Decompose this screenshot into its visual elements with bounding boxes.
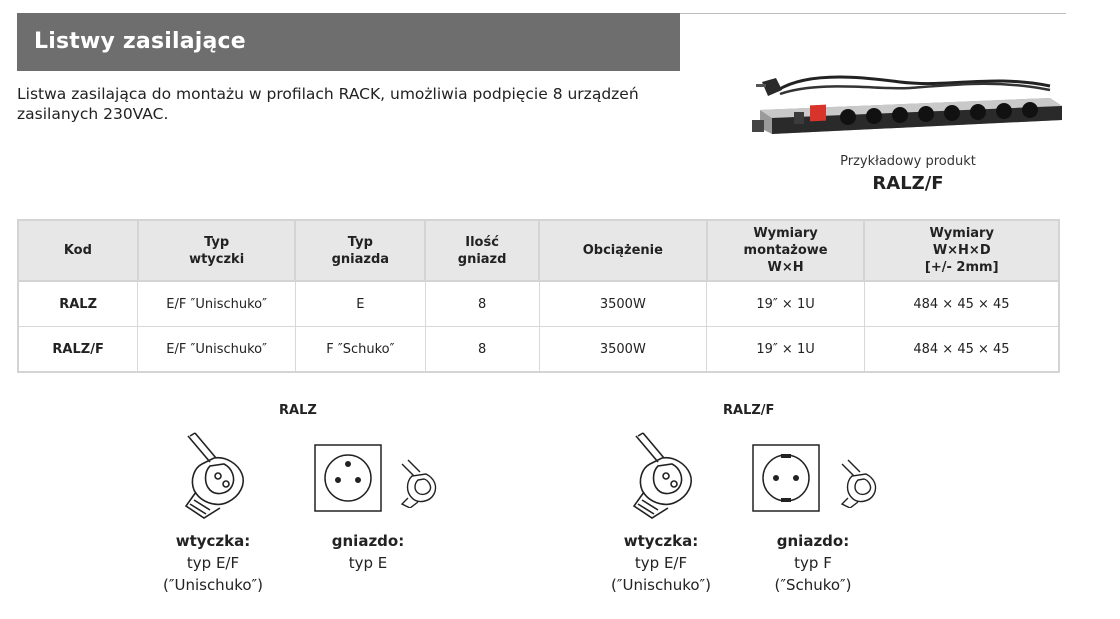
socket-label-ralzf: gniazdo: typ F (″Schuko″) [758, 530, 868, 596]
socket-label-title: gniazdo: [331, 532, 405, 550]
table-cell: 484 × 45 × 45 [863, 280, 1060, 327]
table-cell: E/F ″Unischuko″ [137, 280, 296, 327]
table-cell: F ″Schuko″ [294, 326, 426, 373]
product-caption: Przykładowy produkt [840, 154, 976, 169]
rack-power-strip-image [752, 75, 1062, 134]
col-header: Ilość gniazd [424, 219, 540, 282]
plug-label-name: (″Unischuko″) [163, 576, 263, 594]
table-cell: 3500W [538, 280, 708, 327]
socket-label-ralz: gniazdo: typ E [318, 530, 418, 574]
plug-label-type: typ E/F [634, 554, 688, 572]
socket-label-name: (″Schuko″) [774, 576, 852, 594]
small-plug-icon [840, 459, 877, 508]
small-plug-icon [400, 459, 437, 508]
group-title-ralz: RALZ [279, 403, 317, 418]
col-header: Obciążenie [538, 219, 708, 282]
col-header: Wymiary montażowe W×H [705, 219, 866, 282]
plug-label-ralzf: wtyczka: typ E/F (″Unischuko″) [594, 530, 728, 596]
socket-label-title: gniazdo: [776, 532, 850, 550]
table-row: RALZ/F E/F ″Unischuko″ F ″Schuko″ 8 3500… [17, 326, 1060, 373]
angled-plug-icon [184, 432, 244, 519]
plug-label-type: typ E/F [186, 554, 240, 572]
product-code: RALZ/F [872, 173, 944, 194]
spec-table: Kod Typ wtyczki Typ gniazda Ilość gniazd… [17, 219, 1060, 373]
col-header: Typ wtyczki [136, 219, 297, 282]
table-cell: RALZ [17, 280, 139, 327]
col-header: Wymiary W×H×D [+/- 2mm] [863, 219, 1060, 282]
table-cell: 8 [424, 280, 540, 327]
socket-label-type: typ E [348, 554, 388, 572]
table-cell: E/F ″Unischuko″ [137, 326, 296, 373]
table-header-row: Kod Typ wtyczki Typ gniazda Ilość gniazd… [17, 219, 1060, 282]
table-row: RALZ E/F ″Unischuko″ E 8 3500W 19″ × 1U … [17, 280, 1060, 327]
header-banner: Listwy zasilające [17, 13, 680, 71]
socket-type-e-icon [314, 444, 382, 512]
table-cell: 19″ × 1U [706, 326, 865, 373]
plug-label-title: wtyczka: [175, 532, 251, 550]
plug-label-name: (″Unischuko″) [611, 576, 711, 594]
group-title-ralzf: RALZ/F [723, 403, 775, 418]
table-cell: 19″ × 1U [706, 280, 865, 327]
table-cell: RALZ/F [17, 326, 139, 373]
table-cell: 3500W [538, 326, 708, 373]
table-cell: 484 × 45 × 45 [863, 326, 1060, 373]
table-cell: 8 [424, 326, 540, 373]
plug-label-title: wtyczka: [623, 532, 699, 550]
socket-label-type: typ F [794, 554, 832, 572]
top-rule [680, 13, 1066, 14]
angled-plug-icon [632, 432, 692, 519]
col-header: Kod [17, 219, 139, 282]
table-cell: E [294, 280, 426, 327]
socket-type-f-icon [752, 444, 820, 512]
page-title: Listwy zasilające [34, 29, 246, 54]
plug-label-ralz: wtyczka: typ E/F (″Unischuko″) [146, 530, 280, 596]
intro-text: Listwa zasilająca do montażu w profilach… [17, 85, 639, 123]
col-header: Typ gniazda [294, 219, 427, 282]
